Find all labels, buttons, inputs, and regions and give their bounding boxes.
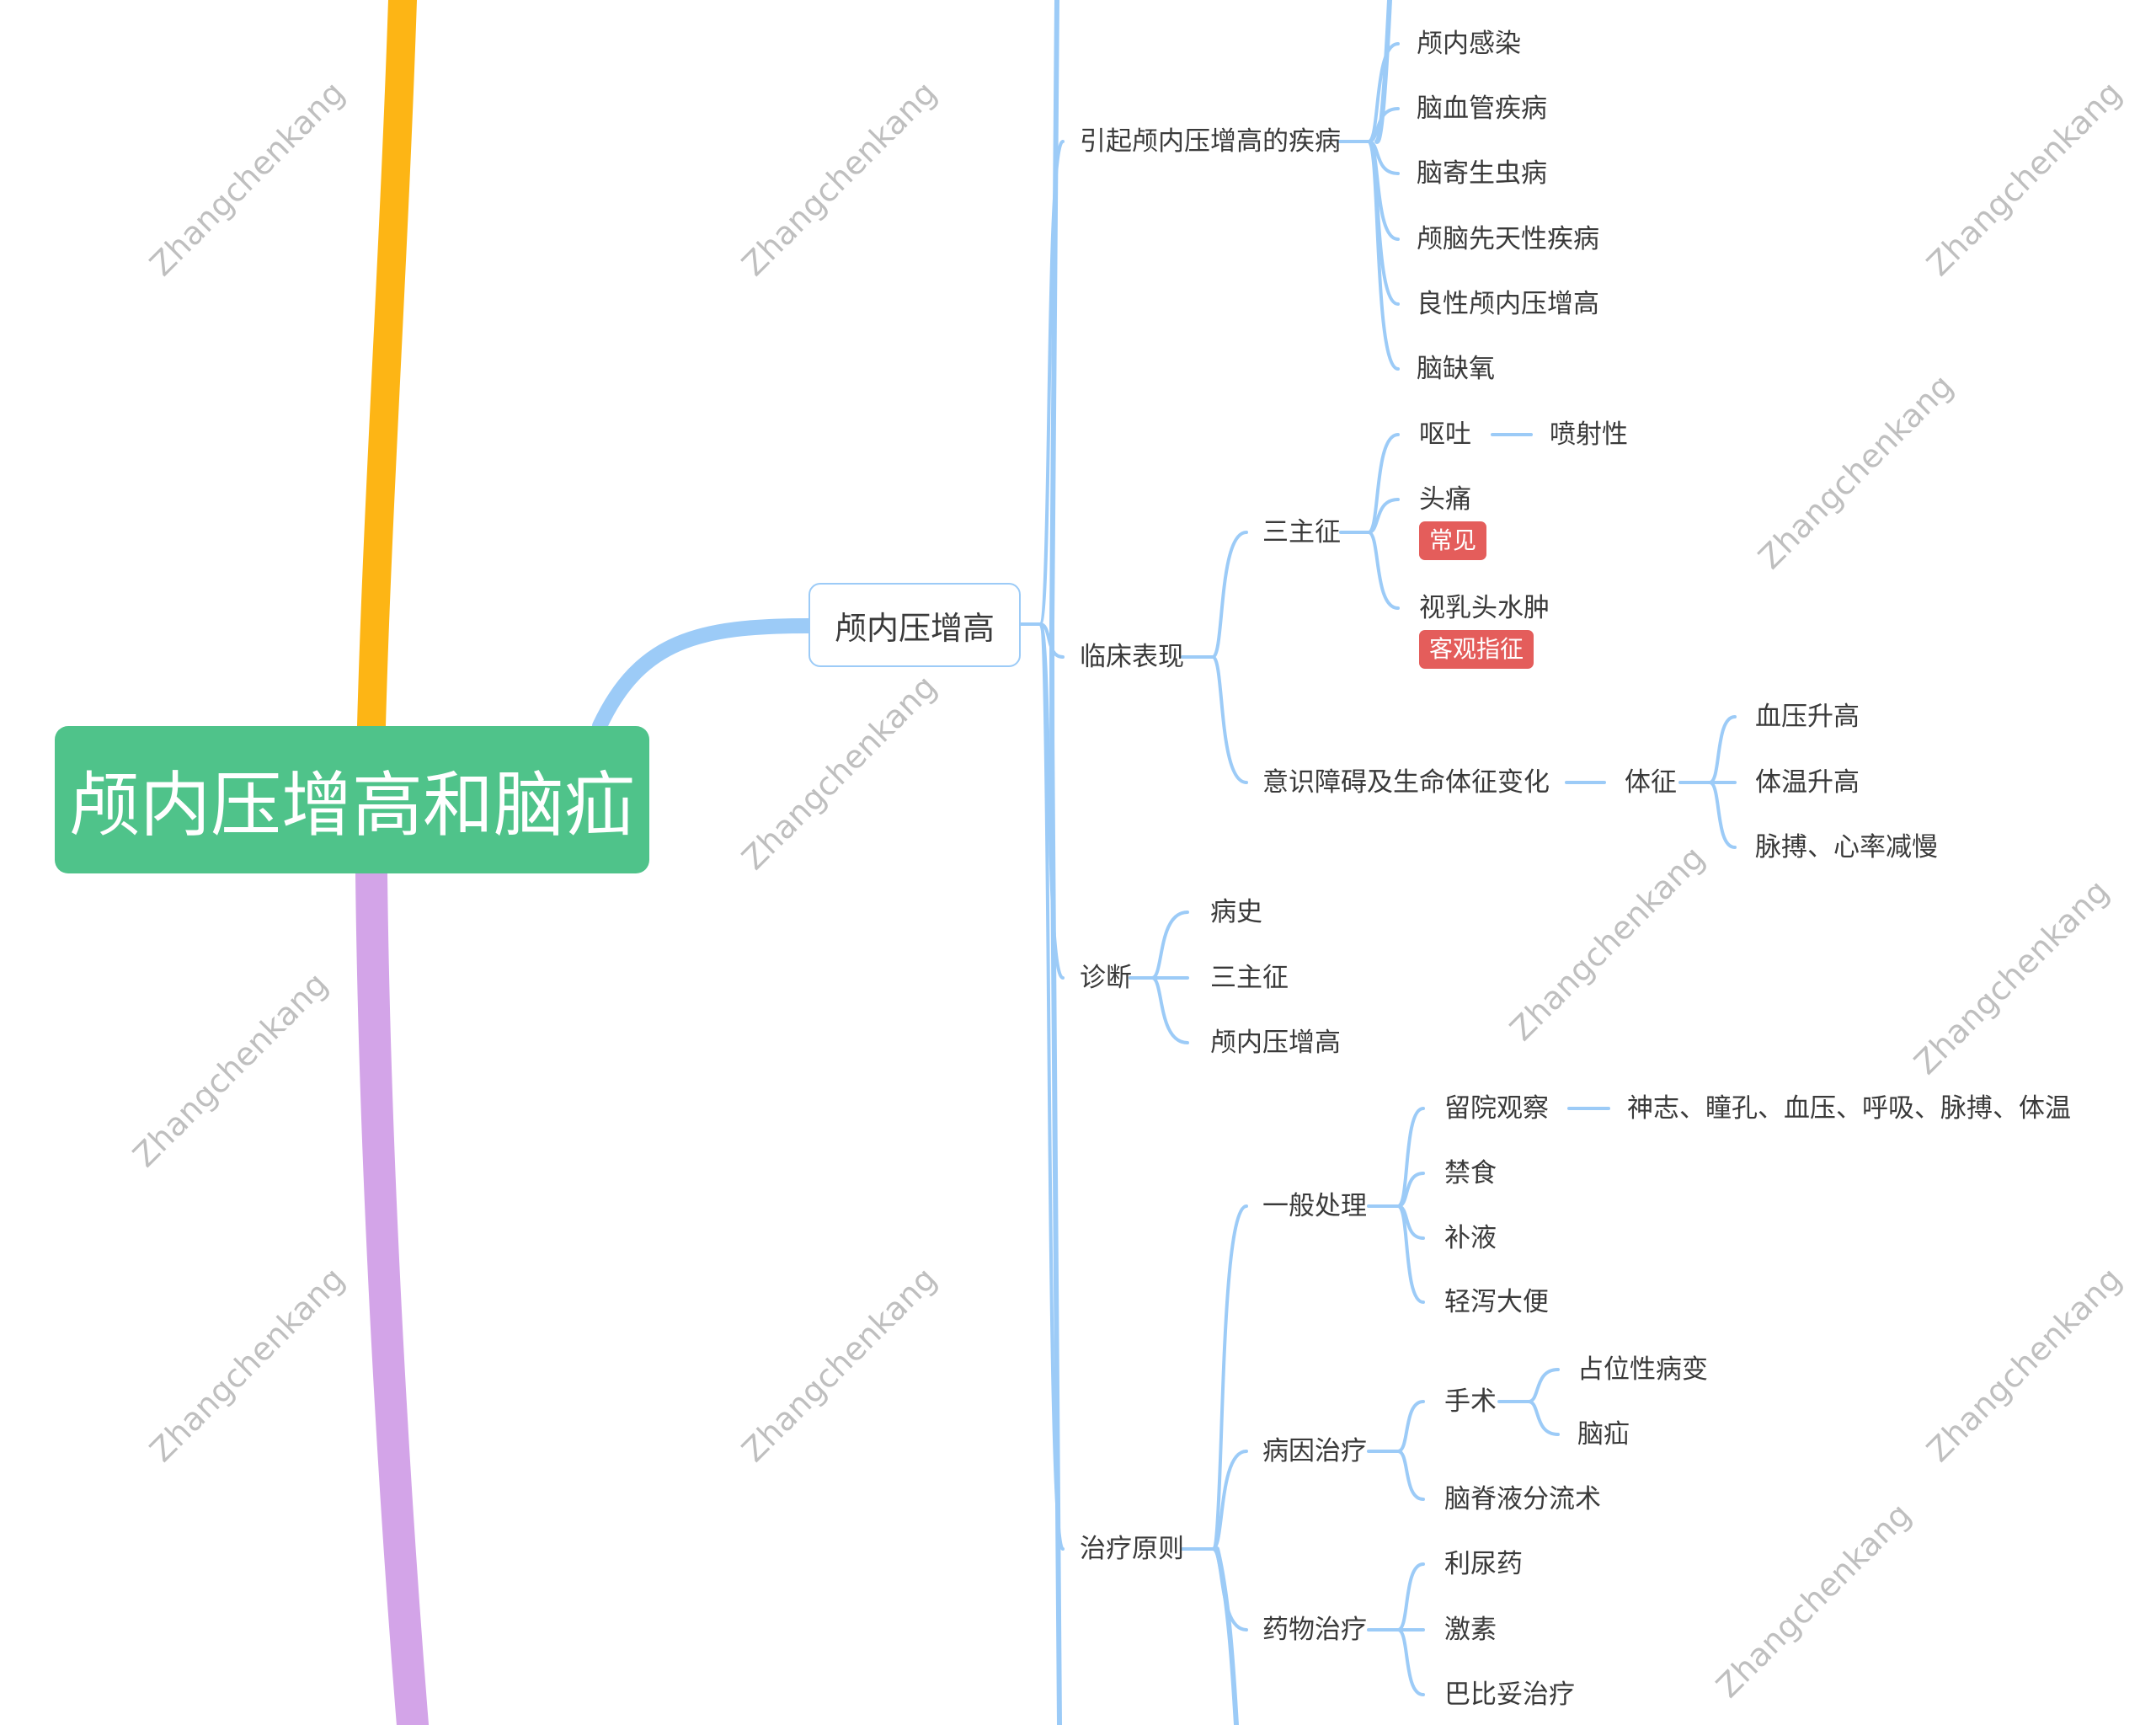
connector bbox=[1708, 781, 1737, 849]
cause-item[interactable]: 良性颅内压增高 bbox=[1417, 289, 1599, 319]
connector bbox=[1214, 1546, 1239, 1725]
root-topic[interactable]: 颅内压增高和脑疝 bbox=[55, 726, 649, 873]
sign-item[interactable]: 血压升高 bbox=[1755, 702, 1860, 732]
cause-item[interactable]: 脑寄生虫病 bbox=[1417, 158, 1547, 189]
diagnosis-item[interactable]: 颅内压增高 bbox=[1210, 1028, 1341, 1058]
connector bbox=[1211, 655, 1248, 784]
drug-item[interactable]: 利尿药 bbox=[1444, 1549, 1523, 1579]
connector bbox=[1367, 140, 1400, 371]
surgery-item[interactable]: 占位性病变 bbox=[1577, 1354, 1708, 1385]
connector bbox=[1038, 622, 1065, 1551]
tag-objective-sign: 客观指征 bbox=[1419, 630, 1534, 669]
diagnosis-item[interactable]: 三主征 bbox=[1210, 963, 1289, 993]
sign-item[interactable]: 体温升高 bbox=[1755, 767, 1860, 798]
topic-surgery[interactable]: 手术 bbox=[1444, 1386, 1497, 1417]
topic-diagnosis[interactable]: 诊断 bbox=[1080, 963, 1132, 993]
topic-shunt[interactable]: 脑脊液分流术 bbox=[1444, 1484, 1601, 1514]
connector bbox=[1396, 1628, 1425, 1696]
general-item[interactable]: 留院观察 bbox=[1444, 1093, 1549, 1124]
connector bbox=[1367, 433, 1400, 534]
sign-item[interactable]: 脉搏、心率减慢 bbox=[1755, 832, 1938, 862]
topic-drug[interactable]: 药物治疗 bbox=[1262, 1615, 1367, 1645]
main-branch bbox=[592, 618, 816, 734]
connector bbox=[1527, 1368, 1560, 1403]
connector bbox=[1396, 1562, 1425, 1632]
connector bbox=[1211, 1204, 1248, 1551]
topic-general[interactable]: 一般处理 bbox=[1262, 1191, 1367, 1221]
connector bbox=[1396, 1204, 1425, 1304]
topic-vomit-detail[interactable]: 喷射性 bbox=[1550, 419, 1628, 450]
cause-item[interactable]: 颅脑先天性疾病 bbox=[1417, 224, 1599, 254]
connector bbox=[1367, 42, 1400, 143]
tag-common: 常见 bbox=[1419, 521, 1487, 560]
connector bbox=[1396, 1450, 1425, 1501]
topic-causes[interactable]: 引起颅内压增高的疾病 bbox=[1080, 126, 1341, 157]
connector bbox=[1367, 498, 1400, 534]
connector bbox=[1049, 0, 1059, 627]
topic-triad[interactable]: 三主征 bbox=[1262, 517, 1341, 547]
connector bbox=[1396, 1107, 1425, 1208]
connector bbox=[1367, 531, 1400, 610]
drug-item[interactable]: 巴比妥治疗 bbox=[1444, 1680, 1575, 1710]
topic-treatment[interactable]: 治疗原则 bbox=[1080, 1534, 1184, 1564]
orange-branch bbox=[357, 0, 417, 740]
connector bbox=[1038, 140, 1065, 626]
diagnosis-item[interactable]: 病史 bbox=[1210, 897, 1262, 927]
connector bbox=[1708, 715, 1737, 784]
connector bbox=[1150, 911, 1189, 980]
topic-vomit[interactable]: 呕吐 bbox=[1419, 419, 1471, 450]
cause-item[interactable]: 脑缺氧 bbox=[1417, 354, 1495, 384]
observe-detail[interactable]: 神志、瞳孔、血压、呼吸、脉搏、体温 bbox=[1627, 1093, 2071, 1124]
connector bbox=[1527, 1400, 1560, 1436]
main-topic[interactable]: 颅内压增高 bbox=[808, 583, 1021, 667]
topic-clinical[interactable]: 临床表现 bbox=[1080, 642, 1184, 672]
cause-item[interactable]: 颅内感染 bbox=[1417, 29, 1521, 59]
connector bbox=[1374, 0, 1392, 144]
surgery-item[interactable]: 脑疝 bbox=[1577, 1419, 1630, 1450]
topic-signs[interactable]: 体征 bbox=[1625, 767, 1677, 798]
topic-consciousness[interactable]: 意识障碍及生命体征变化 bbox=[1262, 767, 1550, 798]
topic-etiology[interactable]: 病因治疗 bbox=[1262, 1436, 1367, 1466]
connector bbox=[1396, 1400, 1425, 1453]
topic-headache[interactable]: 头痛 bbox=[1419, 484, 1471, 515]
purple-branch bbox=[355, 857, 429, 1725]
topic-papilledema[interactable]: 视乳头水肿 bbox=[1419, 593, 1550, 623]
general-item[interactable]: 补液 bbox=[1444, 1223, 1497, 1253]
connector bbox=[1038, 622, 1065, 659]
drug-item[interactable]: 激素 bbox=[1444, 1615, 1497, 1645]
general-item[interactable]: 轻泻大便 bbox=[1444, 1287, 1549, 1317]
cause-item[interactable]: 脑血管疾病 bbox=[1417, 93, 1547, 124]
connector bbox=[1150, 976, 1189, 1044]
connector bbox=[1211, 531, 1248, 659]
general-item[interactable]: 禁食 bbox=[1444, 1158, 1497, 1188]
connector bbox=[1211, 1450, 1248, 1551]
connector bbox=[1049, 622, 1062, 1725]
